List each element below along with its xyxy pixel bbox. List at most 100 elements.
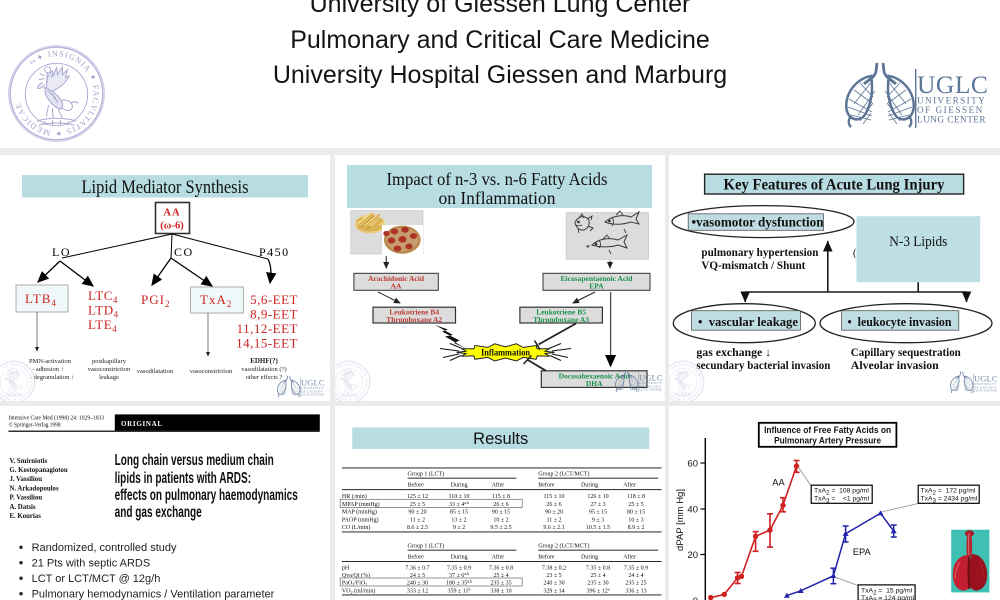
svg-text:After: After (492, 482, 505, 489)
svg-text:8.6 ± 2.5: 8.6 ± 2.5 (407, 525, 428, 531)
svg-text:11 ± 2: 11 ± 2 (410, 517, 425, 523)
svg-text:90 ± 15: 90 ± 15 (492, 510, 510, 516)
svg-text:20: 20 (687, 550, 698, 561)
svg-text:TxA3 = <1 pg/ml: TxA3 = <1 pg/ml (814, 496, 870, 505)
svg-text:EPA: EPA (853, 547, 872, 557)
svg-text:(: ( (853, 248, 857, 259)
svg-text:Results: Results (473, 430, 528, 448)
svg-text:EPA: EPA (589, 282, 604, 291)
svg-text:359 ± 11b: 359 ± 11b (447, 586, 470, 594)
svg-text:Docosahexaenoic Acid: Docosahexaenoic Acid (559, 371, 631, 380)
svg-text:338 ± 10: 338 ± 10 (490, 588, 511, 594)
svg-text:Thromboxane A3: Thromboxane A3 (533, 315, 589, 324)
svg-text:90 ± 20: 90 ± 20 (408, 510, 426, 516)
svg-text:vasoconstriction: vasoconstriction (88, 366, 131, 373)
svg-text:Before: Before (408, 482, 425, 489)
svg-text:24 ± 4: 24 ± 4 (628, 573, 643, 579)
svg-text:EDHF(?): EDHF(?) (250, 357, 278, 365)
svg-text:336 ± 13: 336 ± 13 (625, 588, 646, 594)
svg-text:115 ± 10: 115 ± 10 (543, 494, 564, 500)
svg-text:110 ± 10: 110 ± 10 (448, 494, 469, 500)
svg-text:60: 60 (687, 458, 698, 469)
svg-text:396 ± 12a: 396 ± 12a (586, 586, 609, 594)
svg-text:VO2 (ml/min): VO2 (ml/min) (342, 587, 376, 595)
svg-text:25 ± 5: 25 ± 5 (628, 502, 643, 508)
svg-text:effects on pulmonary haemodyna: effects on pulmonary haemodynamics (115, 486, 298, 504)
svg-text:Key Features of Acute Lung Inj: Key Features of Acute Lung Injury (724, 177, 945, 194)
svg-text:PMN-activation: PMN-activation (29, 358, 72, 365)
svg-text:5,6-EET: 5,6-EET (250, 292, 298, 307)
svg-text:Intensive Care Med (1998) 24:: Intensive Care Med (1998) 24: 1029–1033 (9, 415, 105, 422)
svg-text:PGI2: PGI2 (141, 292, 170, 309)
svg-text:LTB4: LTB4 (25, 291, 57, 308)
svg-text:TxA3 = 2434 pg/ml: TxA3 = 2434 pg/ml (921, 496, 978, 505)
svg-text:LCT or LCT/MCT @ 12g/h: LCT or LCT/MCT @ 12g/h (32, 573, 161, 585)
svg-text:235 ± 35: 235 ± 35 (490, 581, 511, 587)
svg-text:After: After (492, 554, 505, 561)
svg-text:vasoconstriction: vasoconstriction (190, 368, 233, 375)
svg-text:9.6 ± 2.1: 9.6 ± 2.1 (543, 525, 564, 531)
svg-text:E. Kourias: E. Kourias (10, 513, 42, 520)
svg-text:10 ± 3: 10 ± 3 (628, 517, 643, 523)
svg-text:Before: Before (538, 554, 555, 561)
svg-text:Group 2 (LCT/MCT): Group 2 (LCT/MCT) (538, 471, 589, 478)
svg-text:9 ± 2: 9 ± 2 (453, 525, 465, 531)
svg-text:CO: CO (174, 245, 194, 259)
svg-text:Leukotriene B5: Leukotriene B5 (536, 307, 586, 316)
svg-text:13 ± 2: 13 ± 2 (451, 517, 466, 523)
svg-text:85 ± 15: 85 ± 15 (450, 510, 468, 516)
svg-text:LO: LO (52, 245, 71, 259)
svg-text:vasodilatation (?): vasodilatation (?) (241, 366, 286, 373)
svg-text:25 ± 4: 25 ± 4 (493, 573, 508, 579)
svg-text:LTE4: LTE4 (88, 317, 117, 334)
svg-text:TxA2: TxA2 (200, 292, 232, 309)
svg-text:After: After (623, 482, 636, 489)
svg-text:115 ± 8: 115 ± 8 (492, 494, 510, 500)
svg-text:G. Kostopanagiotou: G. Kostopanagiotou (10, 467, 68, 474)
svg-text:25 ± 4: 25 ± 4 (590, 573, 605, 579)
svg-text:leakage: leakage (99, 374, 119, 381)
svg-text:Randomized, controlled study: Randomized, controlled study (32, 542, 177, 554)
svg-text:© Springer-Verlag 1998: © Springer-Verlag 1998 (9, 422, 61, 429)
svg-text:Impact of n-3 vs. n-6 Fatty Ac: Impact of n-3 vs. n-6 Fatty Acids (387, 169, 608, 189)
svg-text:329 ± 14: 329 ± 14 (543, 588, 564, 594)
svg-text:P. Vassiliou: P. Vassiliou (10, 495, 43, 502)
svg-text:7.36 ± 0.7: 7.36 ± 0.7 (405, 566, 429, 572)
svg-text:9.5 ± 2.5: 9.5 ± 2.5 (490, 525, 511, 531)
svg-text:37 ± 6a,b: 37 ± 6a,b (449, 571, 469, 579)
svg-text:A. Datsis: A. Datsis (10, 504, 36, 511)
svg-text:27 ± 3: 27 ± 3 (590, 502, 605, 508)
svg-text:dPAP [mm Hg]: dPAP [mm Hg] (675, 489, 686, 551)
svg-text:80 ± 15: 80 ± 15 (627, 510, 645, 516)
svg-text:14,15-EET: 14,15-EET (236, 336, 298, 351)
svg-text:and gas exchange: and gas exchange (115, 503, 202, 521)
svg-text:7.36 ± 0.8: 7.36 ± 0.8 (489, 566, 513, 572)
svg-text:PAOP (mmHg): PAOP (mmHg) (342, 516, 379, 523)
svg-text:P450: P450 (259, 245, 290, 259)
svg-text:• vascular leakage: • vascular leakage (698, 315, 798, 329)
svg-text:- adhesion ↑: - adhesion ↑ (32, 366, 64, 373)
svg-text:180 ± 35a,b: 180 ± 35a,b (446, 579, 472, 587)
svg-text:Alveolar invasion: Alveolar invasion (851, 358, 939, 372)
svg-text:126 ± 10: 126 ± 10 (587, 494, 608, 500)
svg-text:240 ± 30: 240 ± 30 (543, 581, 564, 587)
svg-text:240 ± 30: 240 ± 30 (407, 581, 428, 587)
svg-text:Leukotriene B4: Leukotriene B4 (389, 307, 439, 316)
svg-text:VQ-mismatch / Shunt: VQ-mismatch / Shunt (701, 258, 805, 272)
svg-text:LTC4: LTC4 (88, 288, 118, 305)
svg-text:Before: Before (538, 482, 555, 489)
svg-text:During: During (581, 483, 598, 489)
svg-text:10 ± 2: 10 ± 2 (493, 517, 508, 523)
svg-text:TxA3 = 124 pg/ml: TxA3 = 124 pg/ml (861, 595, 915, 600)
svg-text:TxA2 = 172 pg/ml: TxA2 = 172 pg/ml (921, 488, 976, 497)
svg-text:Lipid Mediator Synthesis: Lipid Mediator Synthesis (82, 178, 249, 198)
svg-text:26 ± 6: 26 ± 6 (493, 502, 508, 508)
svg-text:0: 0 (693, 596, 698, 600)
svg-text:other effects ?: other effects ? (246, 374, 283, 381)
svg-text:40: 40 (687, 504, 698, 515)
svg-text:11 ± 2: 11 ± 2 (546, 517, 561, 523)
svg-text:333 ± 12: 333 ± 12 (407, 588, 428, 594)
svg-text:Group 2 (LCT/MCT): Group 2 (LCT/MCT) (538, 543, 589, 550)
svg-text:N-3 Lipids: N-3 Lipids (889, 234, 947, 250)
svg-text:Eicosapentaenoic Acid: Eicosapentaenoic Acid (561, 274, 634, 283)
